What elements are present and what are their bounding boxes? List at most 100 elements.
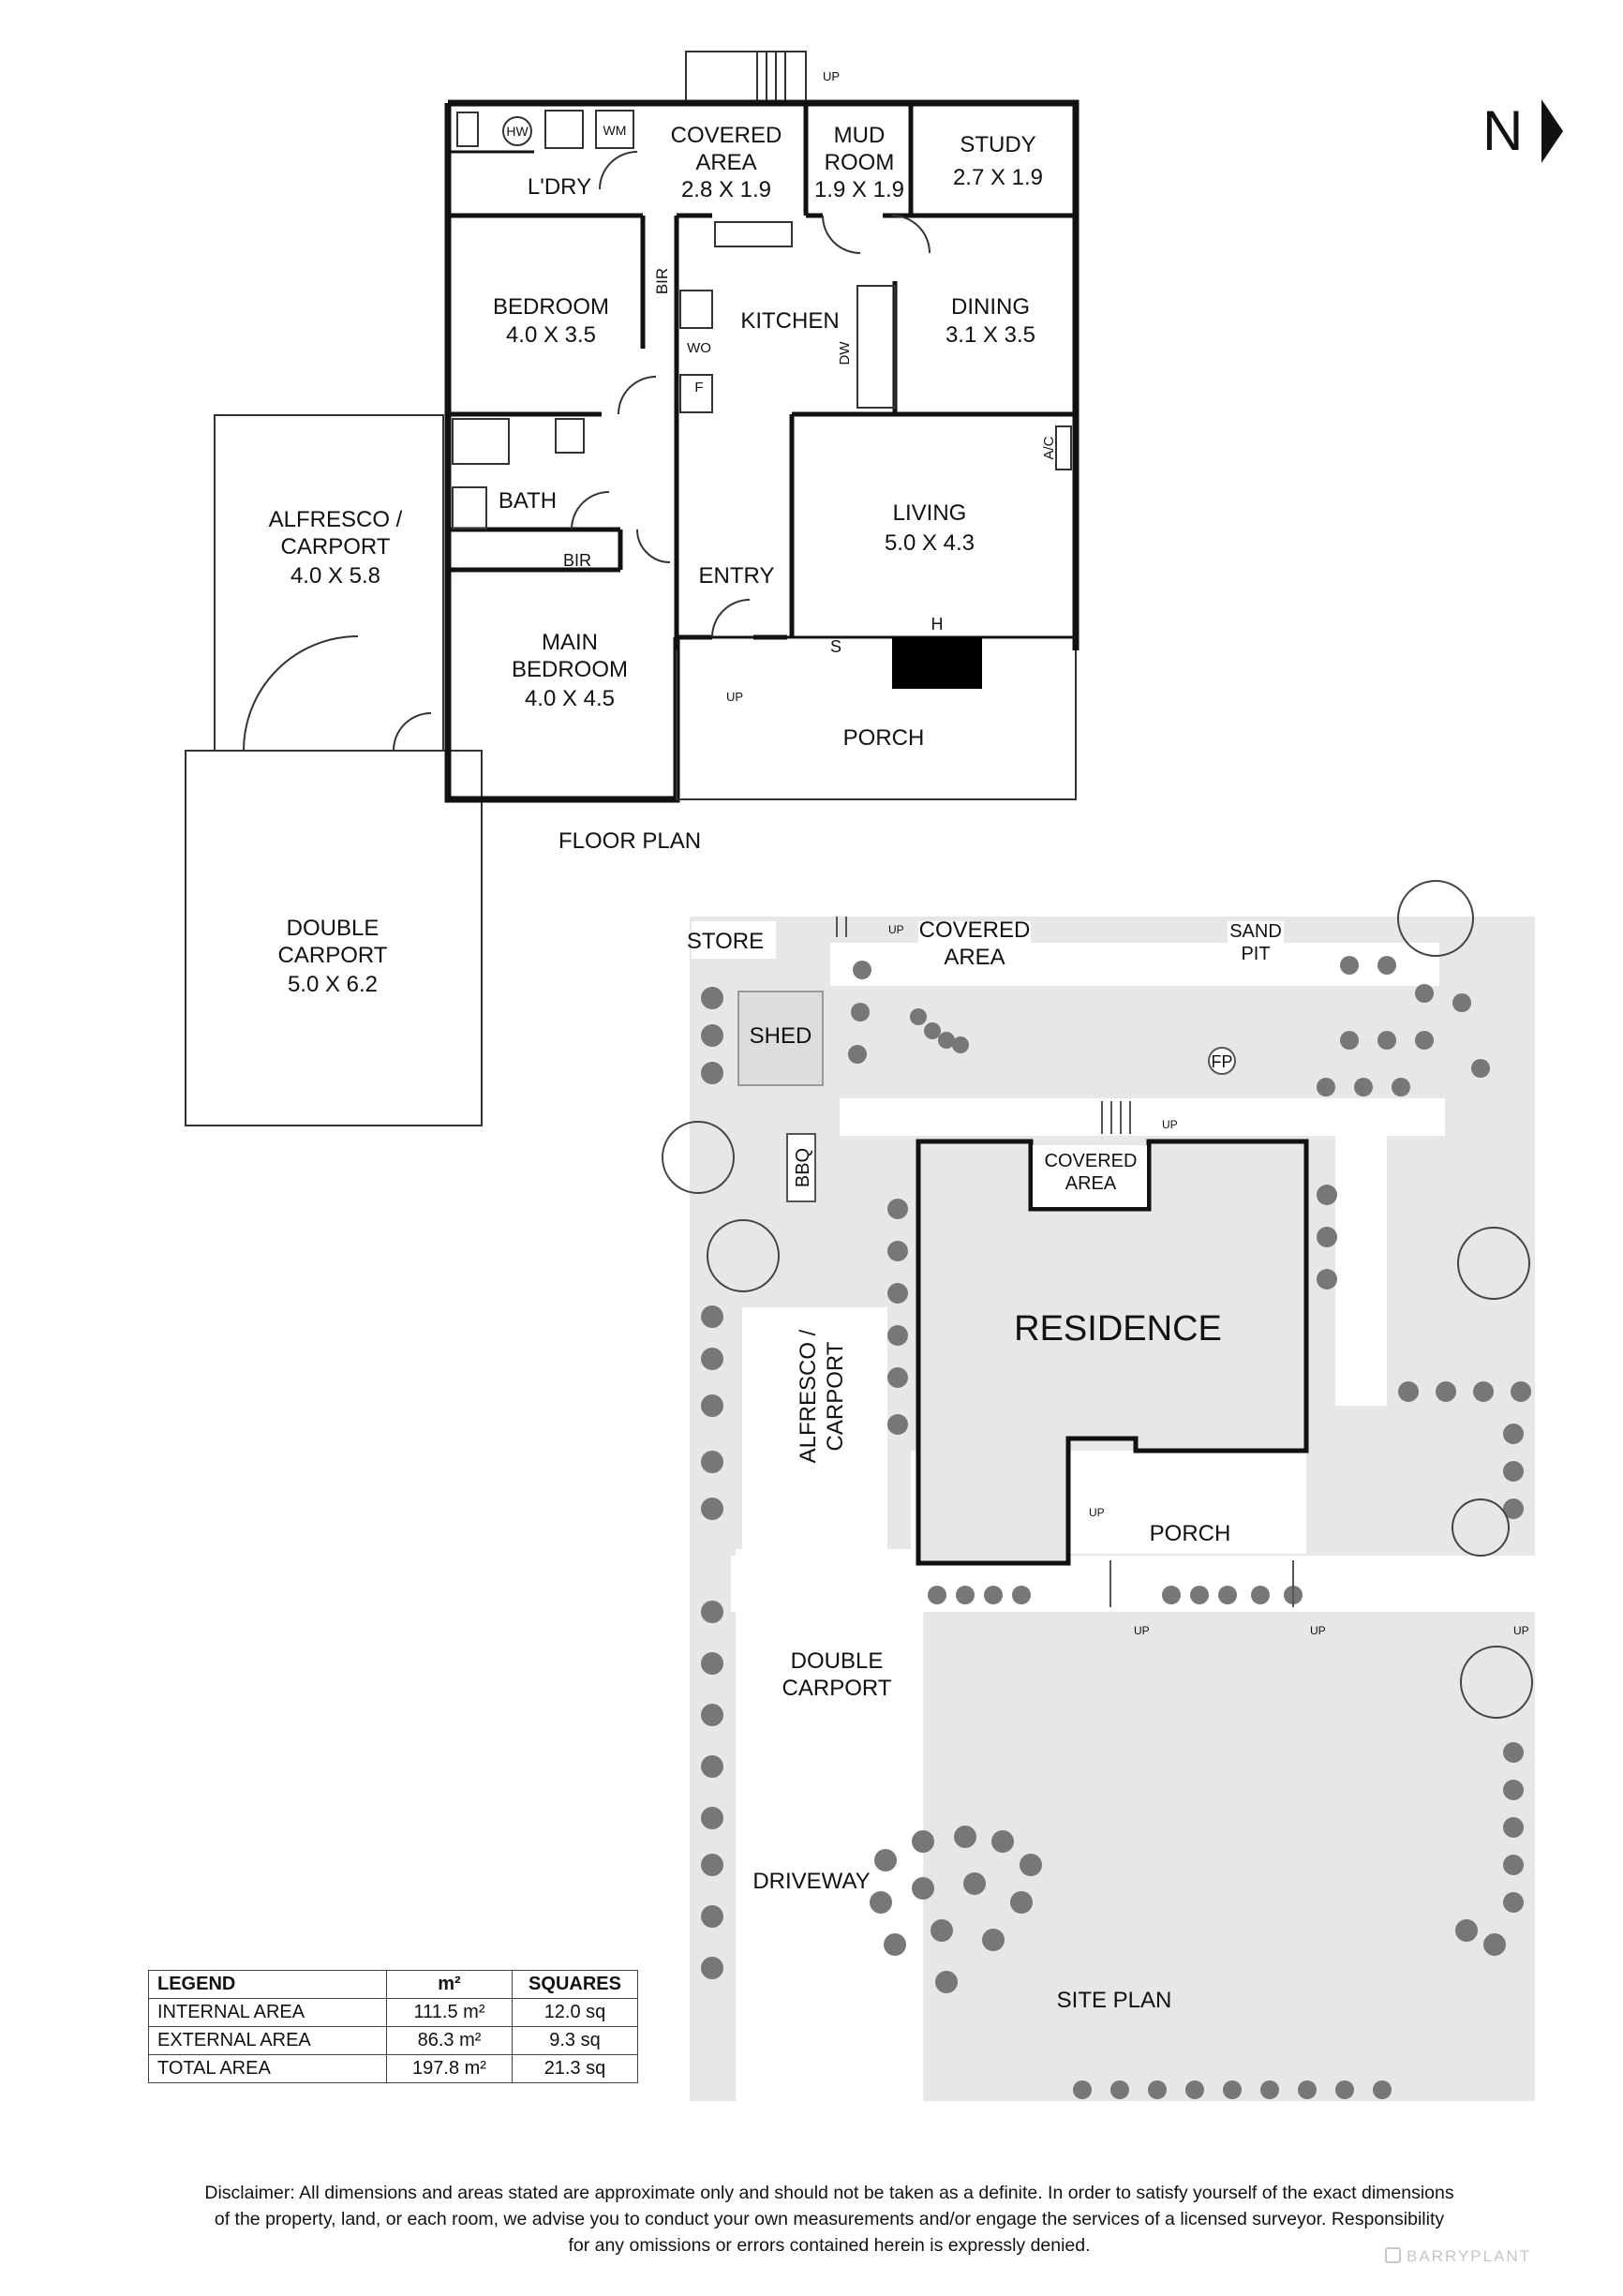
site-label-driveway: DRIVEWAY bbox=[752, 1869, 870, 1894]
residence-footprint bbox=[916, 1139, 1309, 1566]
legend-header-row: LEGEND m² SQUARES bbox=[148, 1970, 638, 1999]
tree-icon bbox=[662, 1121, 735, 1194]
site-plan-title: SITE PLAN bbox=[1057, 1988, 1172, 2013]
site-label-up: UP bbox=[1134, 1624, 1150, 1637]
laundry-sink bbox=[544, 110, 584, 149]
disclaimer-line: for any omissions or errors contained he… bbox=[568, 2235, 1091, 2256]
kitchen-sink bbox=[714, 221, 793, 247]
site-label-bbq: BBQ bbox=[793, 1148, 813, 1187]
fixture-label-s: S bbox=[830, 637, 841, 656]
legend-header: SQUARES bbox=[512, 1970, 638, 1999]
fixture-label-wo: WO bbox=[687, 340, 711, 356]
double-carport-outline bbox=[185, 750, 483, 1126]
residence-covered-area bbox=[1033, 1145, 1147, 1207]
store-outline bbox=[692, 921, 776, 959]
porch-deck bbox=[676, 650, 1077, 800]
legend-cell: 111.5 m² bbox=[386, 1998, 513, 2027]
watermark-text: BARRYPLANT bbox=[1407, 2247, 1532, 2265]
kitchen-bench bbox=[856, 285, 896, 409]
east-path bbox=[1335, 1136, 1387, 1406]
bbq-outline bbox=[786, 1133, 816, 1202]
room-label-entry: ENTRY bbox=[699, 563, 775, 589]
fixture-label-bir-bedroom: BIR bbox=[653, 268, 671, 294]
site-label-up: UP bbox=[1162, 1118, 1178, 1131]
disclaimer: Disclaimer: All dimensions and areas sta… bbox=[141, 2180, 1518, 2259]
washing-machine bbox=[595, 110, 634, 149]
disclaimer-line: of the property, land, or each room, we … bbox=[214, 2209, 1445, 2229]
site-label-fp: FP bbox=[1211, 1052, 1232, 1071]
fixture-label-hw: HW bbox=[506, 124, 529, 139]
fridge-space bbox=[679, 374, 713, 413]
watermark-logo-icon bbox=[1385, 2247, 1401, 2263]
legend-cell: TOTAL AREA bbox=[148, 2054, 387, 2083]
bathtub bbox=[452, 418, 510, 465]
fixture-label-up-entry: UP bbox=[726, 690, 743, 704]
legend-cell: 12.0 sq bbox=[512, 1998, 638, 2027]
steps-lines bbox=[756, 52, 786, 103]
doors bbox=[243, 151, 931, 752]
room-label-porch: PORCH bbox=[843, 725, 925, 751]
site-label-store: STORE bbox=[687, 929, 764, 954]
north-arrow: N bbox=[1482, 99, 1563, 163]
fixture-label-bir-main: BIR bbox=[563, 551, 591, 570]
rear-steps bbox=[685, 51, 807, 104]
trees bbox=[662, 880, 1533, 1719]
legend-row: TOTAL AREA 197.8 m² 21.3 sq bbox=[148, 2054, 638, 2083]
site-label-shed: SHED bbox=[750, 1023, 812, 1049]
site-label-up: UP bbox=[1089, 1506, 1105, 1519]
floor-plan-title: FLOOR PLAN bbox=[558, 828, 701, 854]
legend-row: INTERNAL AREA 111.5 m² 12.0 sq bbox=[148, 1998, 638, 2027]
watermark: BARRYPLANT bbox=[1385, 2247, 1531, 2266]
fixture-label-up-rear: UP bbox=[823, 69, 840, 83]
carport-pad bbox=[736, 1549, 923, 1774]
fixture-label-wm: WM bbox=[603, 123, 627, 138]
fixture-label-dw: DW bbox=[837, 341, 853, 365]
site-label-up: UP bbox=[1513, 1624, 1529, 1637]
site-label-residence: RESIDENCE bbox=[1014, 1309, 1222, 1349]
legend-row: EXTERNAL AREA 86.3 m² 9.3 sq bbox=[148, 2026, 638, 2055]
legend-cell: 197.8 m² bbox=[386, 2054, 513, 2083]
room-label-bath: BATH bbox=[499, 488, 557, 514]
hot-water-unit bbox=[502, 116, 532, 146]
tree-icon bbox=[707, 1219, 780, 1292]
fixture-label-f: F bbox=[694, 380, 703, 395]
shed-outline bbox=[737, 991, 824, 1086]
site-steps bbox=[836, 917, 1294, 1607]
legend-cell: 21.3 sq bbox=[512, 2054, 638, 2083]
shrub-rows bbox=[701, 956, 1531, 2099]
site-label-porch: PORCH bbox=[1150, 1521, 1231, 1546]
alfresco-pad bbox=[742, 1307, 887, 1549]
fp-marker bbox=[1208, 1047, 1236, 1075]
legend-cell: INTERNAL AREA bbox=[148, 1998, 387, 2027]
laundry-toilet bbox=[456, 112, 479, 147]
north-arrow-icon bbox=[1541, 99, 1563, 163]
legend-header: LEGEND bbox=[148, 1970, 387, 1999]
fixture-label-ac: A/C bbox=[1041, 436, 1057, 459]
cooktop bbox=[679, 290, 713, 329]
tree-icon bbox=[1460, 1646, 1533, 1719]
legend-cell: EXTERNAL AREA bbox=[148, 2026, 387, 2055]
room-label-laundry: L'DRY bbox=[528, 174, 591, 200]
fireplace-hearth bbox=[892, 637, 982, 689]
tree-icon bbox=[1457, 1227, 1530, 1300]
tree-icon bbox=[1452, 1498, 1510, 1557]
covered-area-outline bbox=[918, 921, 1031, 977]
vanity bbox=[452, 486, 487, 529]
legend-table: LEGEND m² SQUARES INTERNAL AREA 111.5 m²… bbox=[148, 1970, 638, 2083]
tree-icon bbox=[1397, 880, 1474, 957]
disclaimer-line: Disclaimer: All dimensions and areas sta… bbox=[204, 2183, 1454, 2203]
bath-toilet bbox=[555, 418, 585, 454]
fixture-label-h: H bbox=[931, 615, 944, 634]
side-path bbox=[840, 1098, 1445, 1136]
room-label-kitchen: KITCHEN bbox=[740, 308, 839, 334]
